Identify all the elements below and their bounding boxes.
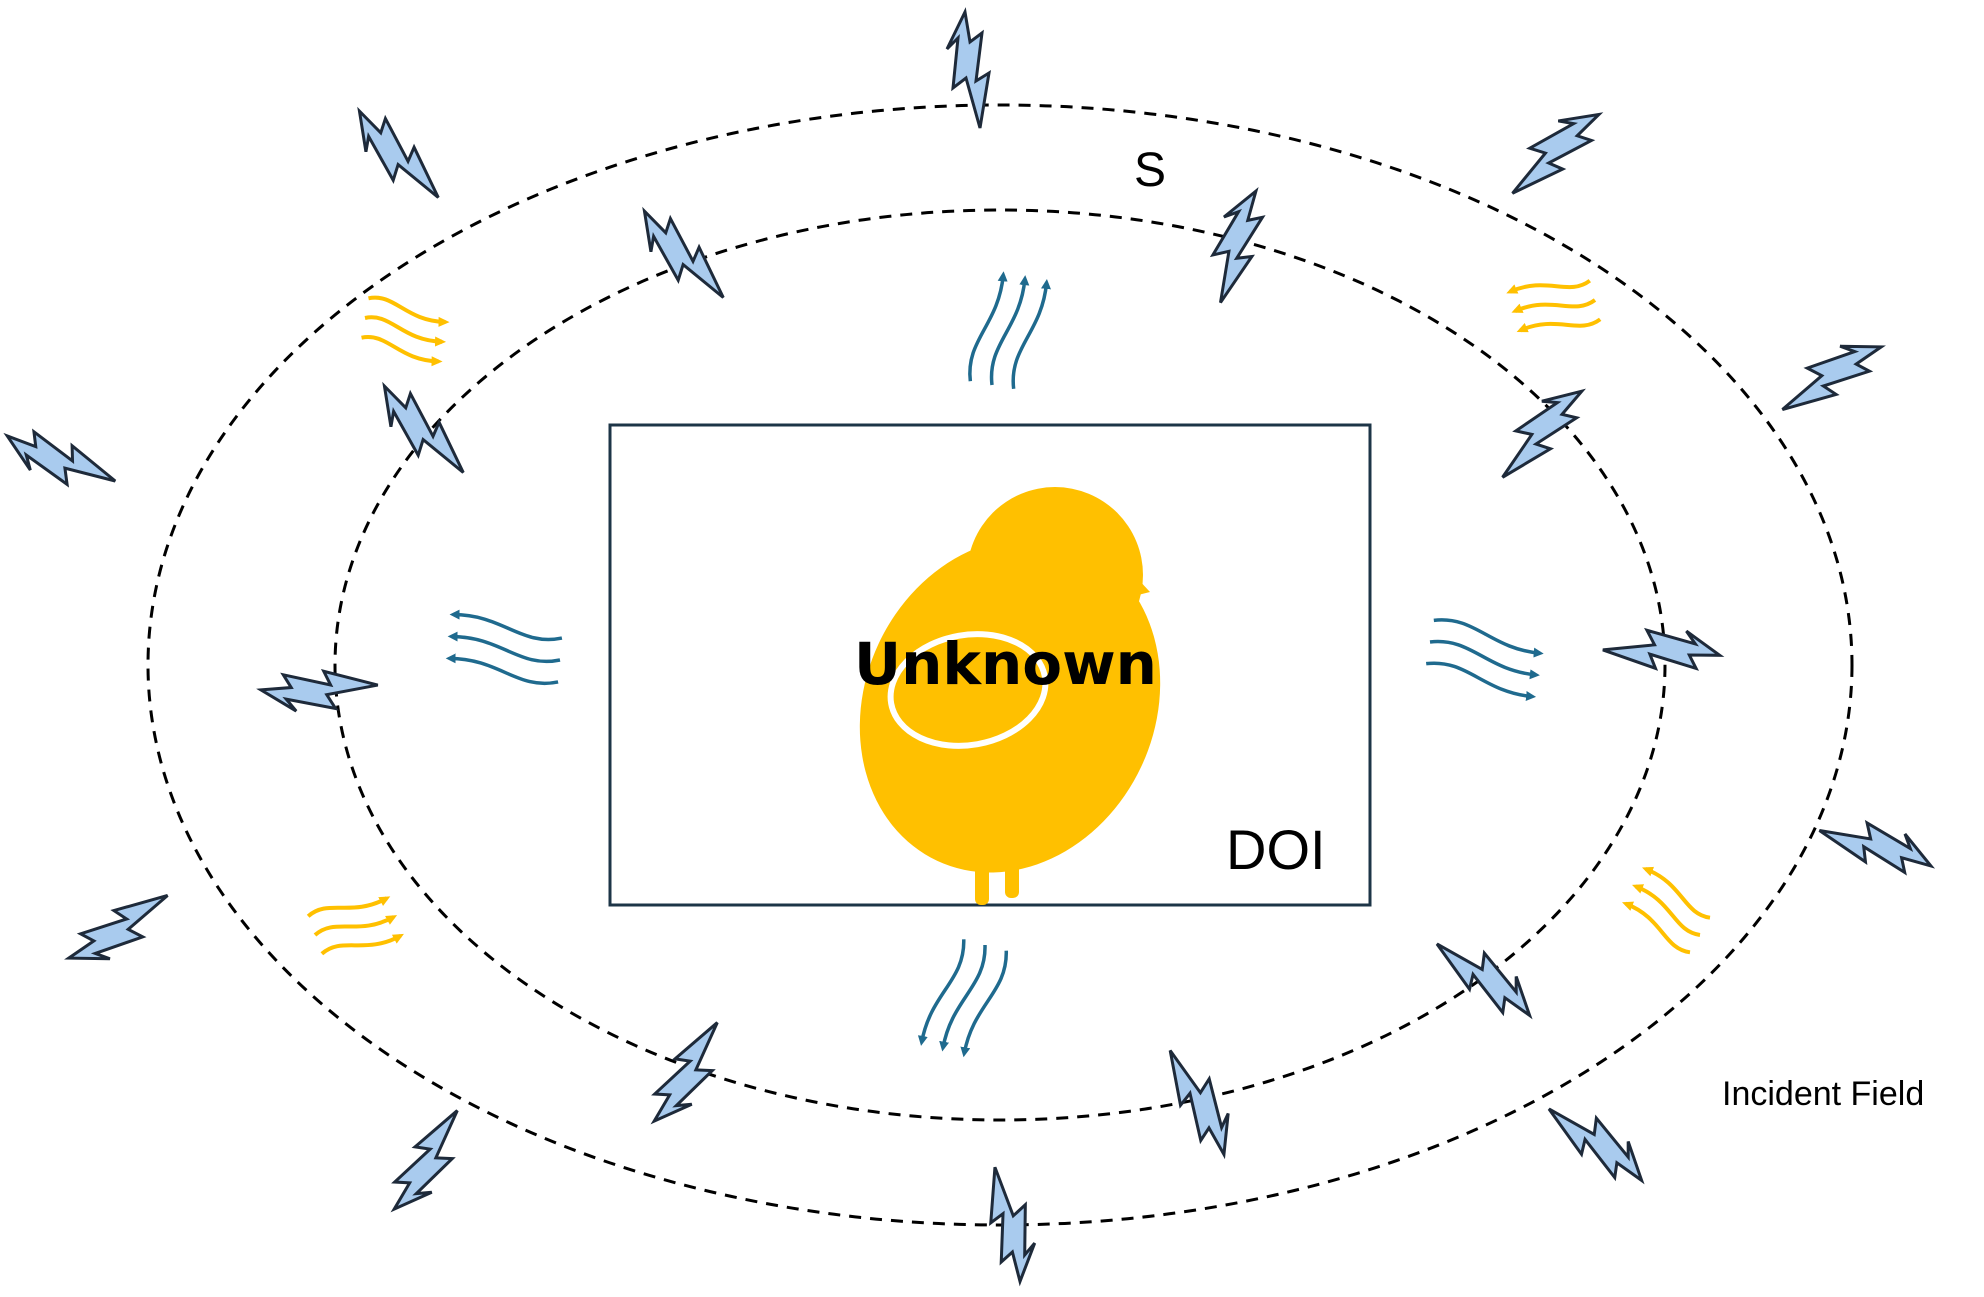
lightning-bolt-icon [1541, 1084, 1656, 1199]
lightning-bolt-icon [1189, 181, 1280, 308]
wavy-arrows-icon [360, 296, 448, 362]
doi-box [608, 423, 1372, 907]
lightning-bolt-icon [257, 664, 381, 720]
lightning-bolt-icon [1479, 375, 1599, 486]
wavy-arrows-icon [307, 887, 400, 964]
wavy-arrows-icon [448, 614, 563, 685]
lightning-bolt-icon [634, 1015, 745, 1135]
wavy-arrows-icon [1620, 868, 1716, 954]
wavy-arrows-icon [921, 936, 1009, 1058]
incident-field-label: Incident Field [1722, 1075, 1924, 1113]
lightning-bolt-icon [628, 195, 733, 318]
lightning-bolt-icon [0, 413, 122, 512]
lightning-bolt-icon [374, 1103, 485, 1223]
lightning-bolt-icon [57, 885, 184, 976]
lightning-bolt-icon [1492, 98, 1615, 203]
lightning-bolt-icon [368, 370, 473, 493]
wavy-arrows-icon [1424, 618, 1543, 697]
lightning-bolt-icon [1766, 329, 1893, 420]
surface-label: S [1134, 144, 1166, 197]
lightning-bolt-icon [343, 95, 448, 218]
inner-measurement-surface [333, 208, 1667, 1122]
wavy-arrows-icon [968, 272, 1047, 391]
lightning-bolt-icon [984, 1162, 1040, 1286]
lightning-bolt-icon [1429, 919, 1544, 1034]
lightning-bolt-icon [1814, 799, 1941, 890]
outer-measurement-surface [146, 103, 1854, 1227]
lightning-bolt-icon [1160, 1037, 1243, 1165]
wavy-arrows-icon [1510, 270, 1601, 342]
lightning-bolt-icon [945, 10, 991, 130]
chick-icon [859, 487, 1161, 905]
unknown-label: Unknown [854, 630, 1157, 698]
doi-label: DOI [1226, 818, 1326, 881]
